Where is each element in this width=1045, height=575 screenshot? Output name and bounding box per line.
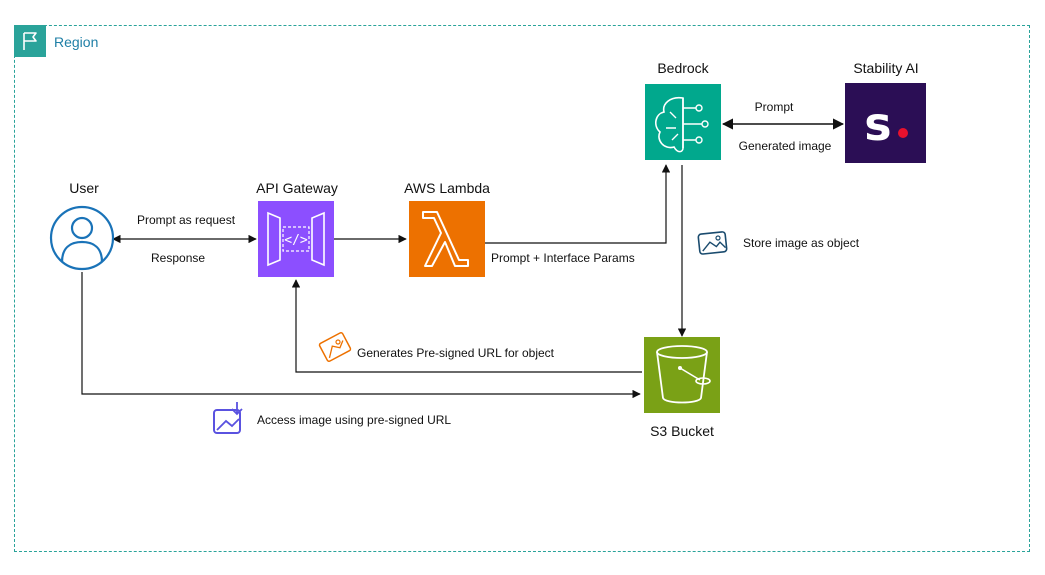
connector-s3-apigw: [291, 279, 642, 373]
lambda-label: AWS Lambda: [404, 180, 490, 196]
edge-label-response: Response: [151, 251, 206, 265]
edge-label-presigned-url: Generates Pre-signed URL for object: [357, 346, 554, 360]
edge-label-prompt: Prompt: [754, 100, 794, 114]
s3-bucket-label: S3 Bucket: [650, 423, 714, 439]
user-label: User: [69, 180, 99, 196]
connector-user-s3: [81, 272, 641, 399]
region-flag-icon: [14, 25, 46, 57]
stability-ai-logo: s: [845, 83, 926, 163]
bedrock-icon: [645, 84, 721, 160]
edge-label-generated-image: Generated image: [738, 139, 832, 153]
edge-label-prompt-request: Prompt as request: [137, 213, 236, 227]
lambda-icon: [409, 201, 485, 277]
stability-ai-label: Stability AI: [853, 60, 919, 76]
edge-label-store-object: Store image as object: [743, 236, 860, 250]
store-image-icon: [697, 231, 728, 255]
region-label: Region: [54, 34, 99, 50]
s3-bucket-icon: [644, 337, 720, 413]
presigned-url-image-icon: [318, 332, 352, 362]
edge-label-prompt-params: Prompt + Interface Params: [491, 251, 635, 265]
api-gateway-label: API Gateway: [256, 180, 338, 196]
svg-text:s: s: [864, 97, 891, 151]
bedrock-label: Bedrock: [657, 60, 709, 76]
api-gateway-icon: </>: [258, 201, 334, 277]
connector-lambda-bedrock: [485, 164, 671, 244]
region-boundary: [14, 25, 1030, 552]
svg-text:</>: </>: [284, 233, 308, 248]
user-icon: [49, 205, 115, 271]
download-image-icon: [213, 402, 243, 434]
edge-label-access-image: Access image using pre-signed URL: [257, 413, 452, 427]
